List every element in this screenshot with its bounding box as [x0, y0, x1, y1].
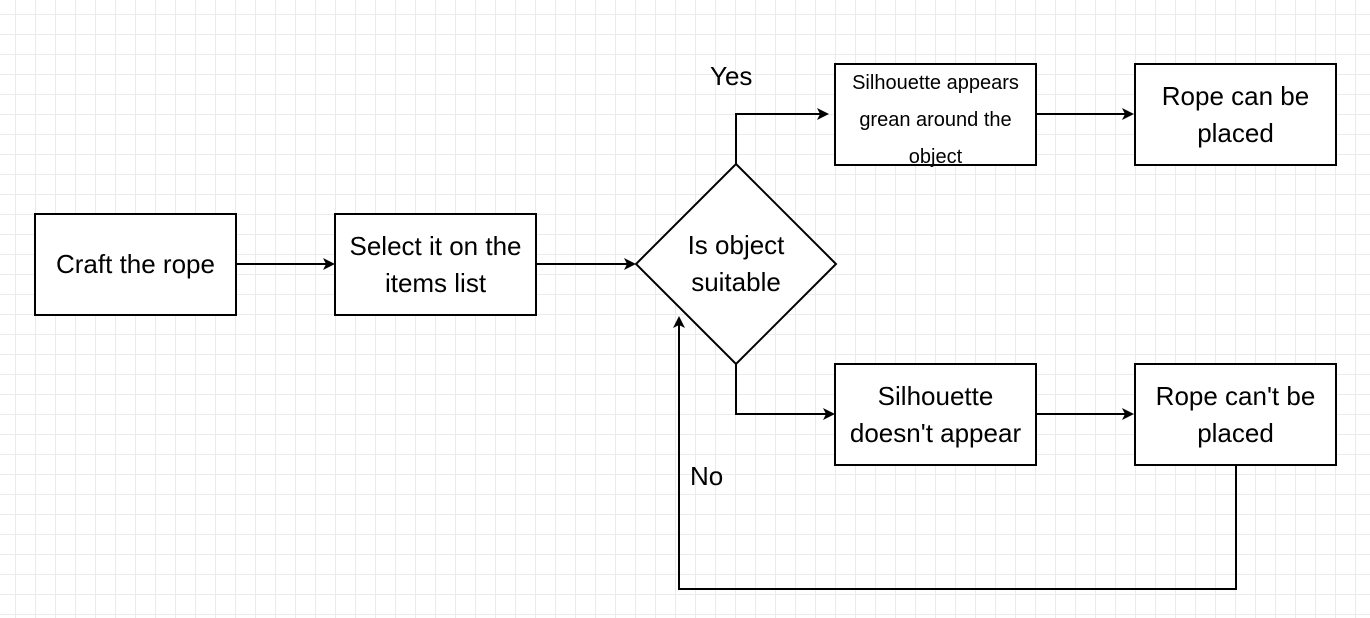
silhouette-appears-box[interactable]: Silhouette appears grean around the obje…: [834, 63, 1037, 168]
rope-cant-be-placed-box[interactable]: Rope can't be placed: [1134, 363, 1337, 466]
decision-diamond[interactable]: [634, 162, 838, 366]
craft-rope-box[interactable]: Craft the rope: [34, 213, 237, 316]
yes-label: Yes: [710, 61, 753, 91]
craft-rope-label: Craft the rope: [56, 249, 215, 279]
select-item-box[interactable]: Select it on the items list: [334, 213, 537, 316]
arrow-loop-back: [673, 316, 1237, 590]
arrow-decision-yes: [735, 108, 829, 164]
arrow-decision-no: [735, 364, 835, 420]
silhouette-not-appear-box[interactable]: Silhouette doesn't appear: [834, 363, 1037, 466]
rope-cant-be-placed-label: Rope can't be placed: [1155, 380, 1316, 448]
select-item-label: Select it on the items list: [349, 230, 522, 298]
silhouette-appears-label: Silhouette appears grean around the obje…: [852, 72, 1019, 168]
no-label: No: [690, 461, 724, 491]
rope-can-be-placed-box[interactable]: Rope can be placed: [1134, 63, 1337, 166]
silhouette-not-appear-label: Silhouette doesn't appear: [849, 380, 1022, 448]
rope-can-be-placed-label: Rope can be placed: [1161, 80, 1310, 148]
decision-label: Is object suitable: [687, 230, 785, 297]
